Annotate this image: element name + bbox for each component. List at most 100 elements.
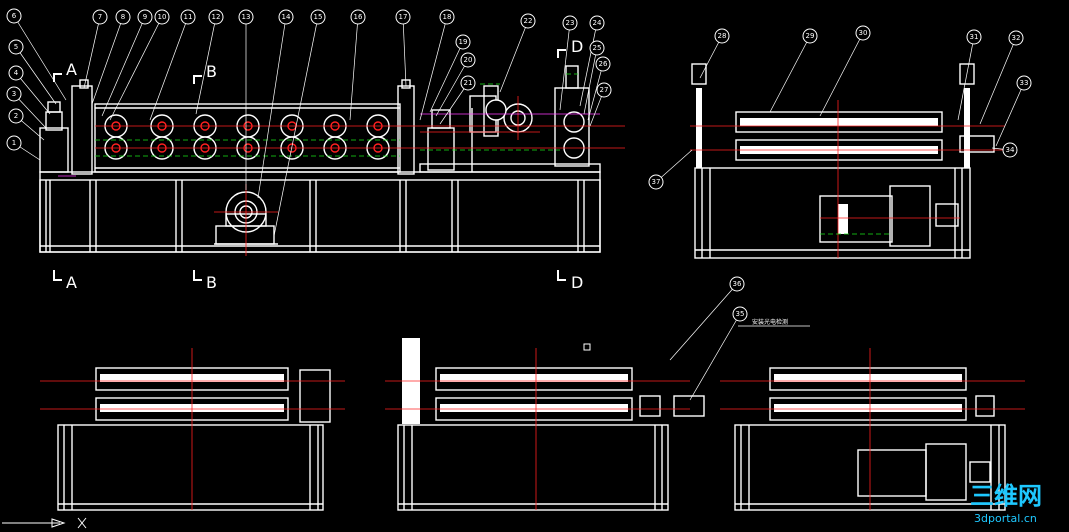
balloon-label: 2 — [14, 112, 18, 120]
balloon-37 — [648, 174, 664, 190]
balloon-2 — [8, 108, 24, 124]
leader-line — [579, 22, 598, 107]
balloon-32 — [1008, 30, 1024, 46]
balloon-24 — [589, 15, 605, 31]
balloon-27 — [596, 82, 612, 98]
section-mark-a-top: A — [66, 60, 77, 79]
leader-line — [149, 16, 189, 121]
balloon-20 — [460, 52, 476, 68]
leader-line — [957, 36, 975, 121]
balloon-9 — [137, 9, 153, 25]
balloon-label: 20 — [464, 56, 473, 64]
leader-line — [435, 59, 469, 117]
balloon-21 — [460, 75, 476, 91]
balloon-label: 10 — [158, 13, 167, 21]
balloon-label: 22 — [524, 17, 533, 25]
balloon-26 — [595, 56, 611, 72]
leader-line — [13, 93, 47, 129]
balloon-34 — [1002, 142, 1018, 158]
balloon-label: 23 — [566, 19, 575, 27]
balloon-label: 26 — [599, 60, 608, 68]
leader-line — [559, 22, 571, 111]
balloon-label: 9 — [143, 13, 147, 21]
balloon-label: 36 — [733, 280, 742, 288]
balloon-12 — [208, 9, 224, 25]
balloon-14 — [278, 9, 294, 25]
balloon-33 — [1016, 75, 1032, 91]
balloon-17 — [395, 9, 411, 25]
leader-line — [769, 35, 811, 113]
leader-line — [273, 16, 319, 237]
balloon-31 — [966, 29, 982, 45]
leader-line — [402, 16, 407, 87]
section-mark-d-top: D — [571, 37, 583, 56]
balloon-25 — [589, 40, 605, 56]
leader-line — [587, 63, 604, 121]
leader-line — [655, 149, 693, 183]
balloon-label: 18 — [443, 13, 452, 21]
section-view-b — [385, 338, 705, 511]
section-markers: A A B B D D — [53, 37, 583, 292]
balloon-label: 7 — [98, 13, 102, 21]
balloon-15 — [310, 9, 326, 25]
leader-line — [429, 41, 464, 113]
leader-line — [439, 82, 469, 125]
watermark-brand: 三维网 — [970, 482, 1042, 510]
balloon-label: 33 — [1020, 79, 1029, 87]
leader-line — [91, 16, 124, 105]
balloon-16 — [350, 9, 366, 25]
section-mark-d-bottom: D — [571, 273, 583, 292]
balloon-label: 15 — [314, 13, 323, 21]
balloon-8 — [115, 9, 131, 25]
balloon-28 — [714, 28, 730, 44]
balloon-30 — [855, 25, 871, 41]
leader-line — [195, 16, 217, 115]
section-mark-b-bottom: B — [206, 273, 217, 292]
leader-line — [15, 46, 57, 105]
leader-line — [13, 15, 67, 101]
balloon-29 — [802, 28, 818, 44]
leader-line — [349, 16, 359, 121]
balloon-label: 21 — [464, 79, 473, 87]
balloon-label: 14 — [282, 13, 291, 21]
balloon-11 — [180, 9, 196, 25]
balloon-3 — [6, 86, 22, 102]
balloon-label: 11 — [184, 13, 193, 21]
section-mark-a-bottom: A — [66, 273, 77, 292]
balloon-4 — [8, 65, 24, 81]
balloon-1 — [6, 135, 22, 151]
roll — [485, 99, 507, 121]
section-view-a — [40, 348, 345, 511]
side-view — [690, 63, 1005, 259]
balloon-19 — [455, 34, 471, 50]
balloon-label: 19 — [459, 38, 468, 46]
leader-line — [819, 32, 864, 117]
leader-line — [419, 16, 448, 121]
balloon-label: 29 — [806, 32, 815, 40]
balloon-5 — [8, 39, 24, 55]
leader-line — [583, 47, 598, 115]
balloon-35 — [732, 306, 748, 322]
leader-line — [979, 37, 1017, 125]
balloon-label: 25 — [593, 44, 602, 52]
section-view-d — [720, 348, 1025, 511]
balloon-22 — [520, 13, 536, 29]
balloon-label: 37 — [652, 178, 661, 186]
balloon-label: 17 — [399, 13, 408, 21]
balloon-23 — [562, 15, 578, 31]
balloon-label: 28 — [718, 32, 727, 40]
leader-line — [669, 283, 738, 361]
leader-line — [109, 16, 163, 121]
balloon-label: 5 — [14, 43, 18, 51]
balloon-label: 34 — [1006, 146, 1015, 154]
leader-line — [257, 16, 287, 199]
balloon-label: 16 — [354, 13, 363, 21]
leader-line — [101, 16, 146, 117]
balloon-18 — [439, 9, 455, 25]
balloon-label: 27 — [600, 86, 609, 94]
watermark: 三维网 3dportal.cn — [970, 482, 1042, 525]
balloon-label: 12 — [212, 13, 221, 21]
balloon-label: 30 — [859, 29, 868, 37]
note-photoelectric: 安装光电检测 — [752, 318, 788, 326]
